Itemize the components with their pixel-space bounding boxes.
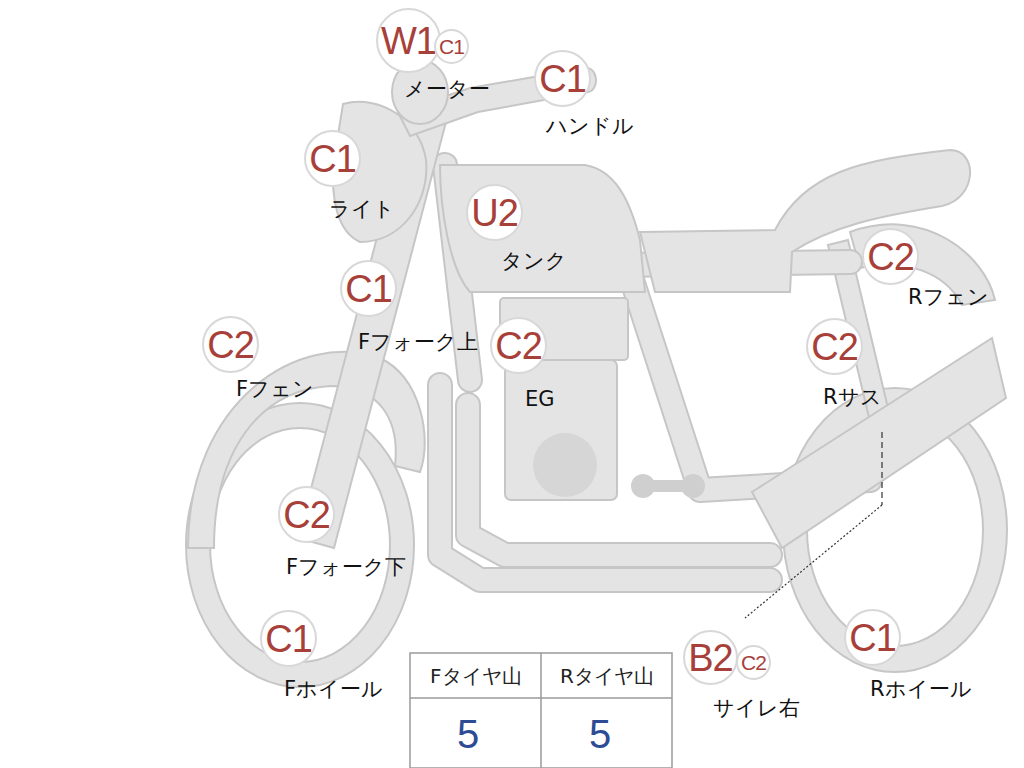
callout-badge: C1 bbox=[340, 260, 397, 317]
callout-code: W1 bbox=[381, 22, 436, 60]
callout-badge: C2 bbox=[202, 316, 259, 373]
illustration-part bbox=[186, 224, 1007, 687]
callout-code: C1 bbox=[309, 140, 356, 178]
illustration-part bbox=[640, 150, 970, 292]
part-name: Rサス bbox=[823, 386, 882, 409]
callout-code: C2 bbox=[811, 328, 858, 366]
part-name: Fフォーク下 bbox=[286, 556, 406, 579]
callout-badge: C2 bbox=[278, 486, 335, 543]
part-name: Fホイール bbox=[284, 678, 383, 701]
illustration-part bbox=[881, 432, 882, 505]
illustration-part bbox=[631, 474, 705, 498]
illustration-part bbox=[210, 428, 390, 662]
illustration-part bbox=[505, 360, 617, 500]
callout-code: C1 bbox=[265, 620, 312, 658]
illustration-part bbox=[745, 505, 882, 618]
callout-code: C2 bbox=[495, 327, 542, 365]
part-name: Rフェン bbox=[908, 286, 989, 309]
callout-code: C1 bbox=[849, 619, 896, 657]
callout-badge: U2 bbox=[466, 184, 523, 241]
table-value: 5 bbox=[457, 712, 479, 756]
illustration-part bbox=[188, 60, 1006, 548]
callout-code: C1 bbox=[539, 60, 586, 98]
callout-badge: C2 bbox=[862, 228, 919, 285]
part-name: メーター bbox=[404, 78, 490, 101]
part-name: Rホイール bbox=[870, 678, 972, 701]
callout-code: C2 bbox=[867, 238, 914, 276]
table-header: Rタイヤ山 bbox=[560, 665, 654, 687]
illustration-part bbox=[631, 474, 655, 498]
callout-badge: C1 bbox=[304, 130, 361, 187]
illustration-part bbox=[533, 433, 597, 497]
part-name: ハンドル bbox=[546, 115, 634, 138]
callout-code: C2 bbox=[741, 652, 766, 673]
callout-badge: C1 bbox=[260, 610, 317, 667]
callout-code: U2 bbox=[471, 194, 518, 232]
table-value: 5 bbox=[589, 712, 611, 756]
illustration-part bbox=[410, 653, 672, 768]
callout-badge: C2 bbox=[490, 317, 547, 374]
part-name: ライト bbox=[329, 198, 395, 221]
part-name: サイレ右 bbox=[713, 697, 800, 720]
part-name: Fフェン bbox=[236, 378, 314, 401]
callout-code: C1 bbox=[439, 36, 464, 57]
callout-code: C1 bbox=[345, 270, 392, 308]
callout-code: C2 bbox=[283, 496, 330, 534]
callout-code: C2 bbox=[207, 326, 254, 364]
callout-badge: C2 bbox=[736, 645, 771, 680]
callout-code: B2 bbox=[688, 639, 732, 677]
callout-badge: W1 bbox=[376, 8, 441, 73]
callout-badge: C2 bbox=[806, 318, 863, 375]
illustration-part bbox=[752, 338, 1006, 548]
illustration-part bbox=[440, 165, 645, 292]
callout-badge: B2 bbox=[683, 630, 738, 685]
callout-badge: C1 bbox=[434, 29, 469, 64]
illustration-part bbox=[410, 653, 672, 768]
part-name: Fフォーク上 bbox=[358, 331, 478, 354]
part-name: EG bbox=[525, 388, 555, 411]
callout-badge: C1 bbox=[844, 609, 901, 666]
part-name: タンク bbox=[501, 250, 567, 273]
illustration-part bbox=[681, 474, 705, 498]
illustration-part bbox=[188, 352, 425, 548]
callout-badge: C1 bbox=[534, 50, 591, 107]
table-header: Fタイヤ山 bbox=[430, 665, 522, 687]
illustration-part bbox=[540, 653, 542, 768]
